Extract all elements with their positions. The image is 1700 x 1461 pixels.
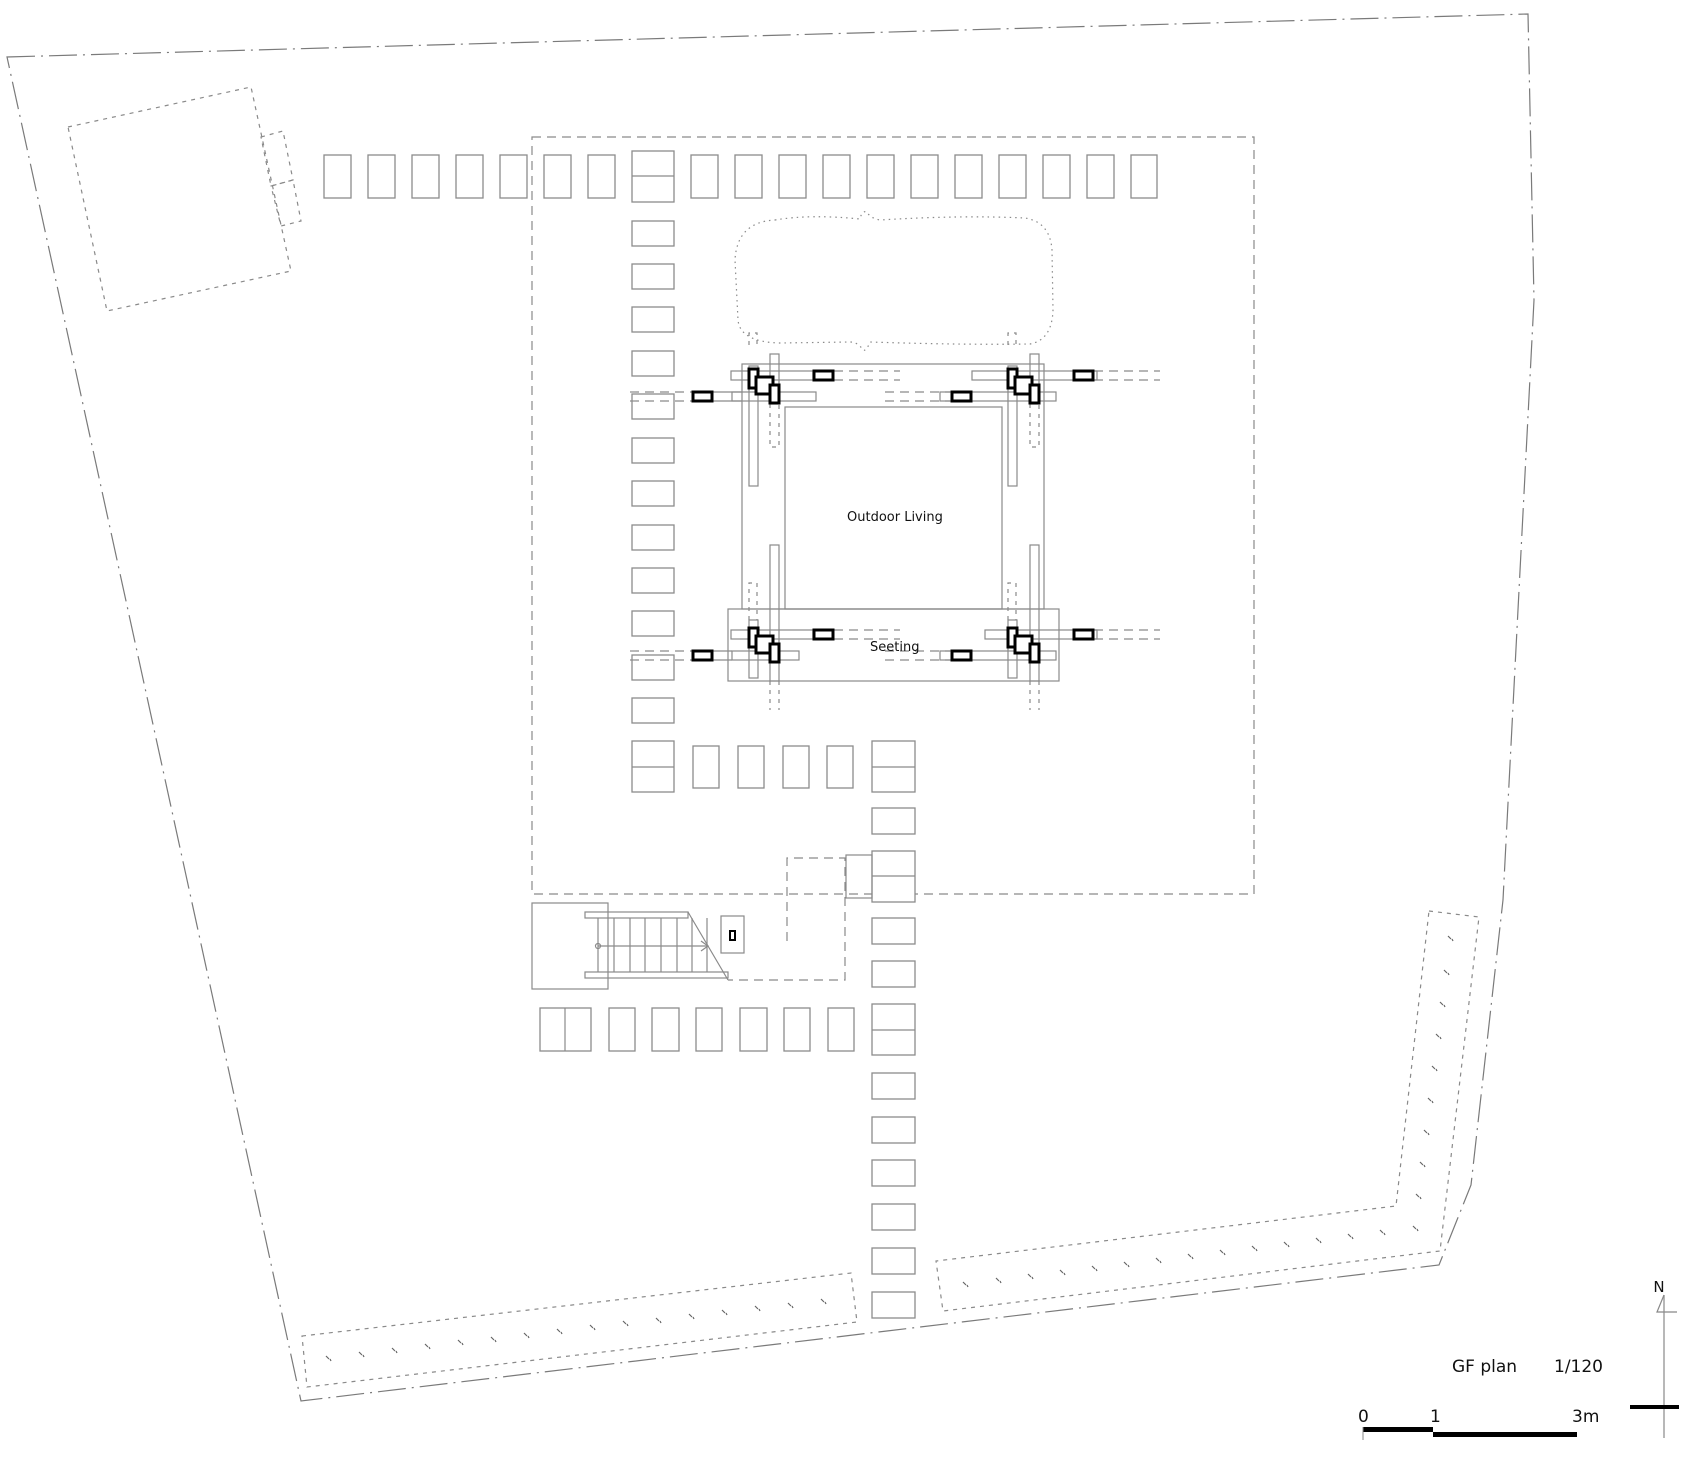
deck-boundary-dashed [531, 136, 1255, 895]
stair-area [531, 854, 873, 990]
left-paving-column [631, 220, 675, 793]
svg-text:0: 0 [1358, 1407, 1369, 1427]
svg-text:3m: 3m [1572, 1407, 1599, 1427]
drawing-scale-ratio: 1/120 [1554, 1357, 1603, 1377]
existing-shed-outline [67, 86, 302, 312]
outdoor-living-room [784, 406, 1003, 610]
svg-text:1: 1 [1430, 1407, 1441, 1427]
bottom-paving-row [539, 1007, 855, 1052]
room-label-outdoor-living: Outdoor Living [847, 510, 943, 525]
corner-post-se [1006, 626, 1041, 664]
corner-post-ne [1006, 367, 1041, 405]
corner-post-nw [747, 367, 781, 405]
svg-text:N: N [1653, 1278, 1664, 1296]
seating-bench [727, 608, 1060, 682]
planter-east [935, 910, 1480, 1312]
middle-paving-row [692, 745, 854, 789]
north-arrow: N [1630, 1278, 1679, 1438]
property-boundary [6, 13, 1535, 1402]
room-label-seating: Seeting [870, 640, 919, 655]
pavilion-structure: Outdoor Living Seeting [630, 332, 1160, 710]
east-paving-column [871, 740, 916, 1319]
drawing-title: GF plan [1452, 1357, 1517, 1377]
top-paving-row [323, 150, 1158, 203]
tree-canopy-outline [734, 211, 1054, 351]
corner-post-sw [747, 626, 781, 664]
planter-south [301, 1272, 858, 1388]
scale-bar: 0 1 3m [1358, 1407, 1599, 1440]
